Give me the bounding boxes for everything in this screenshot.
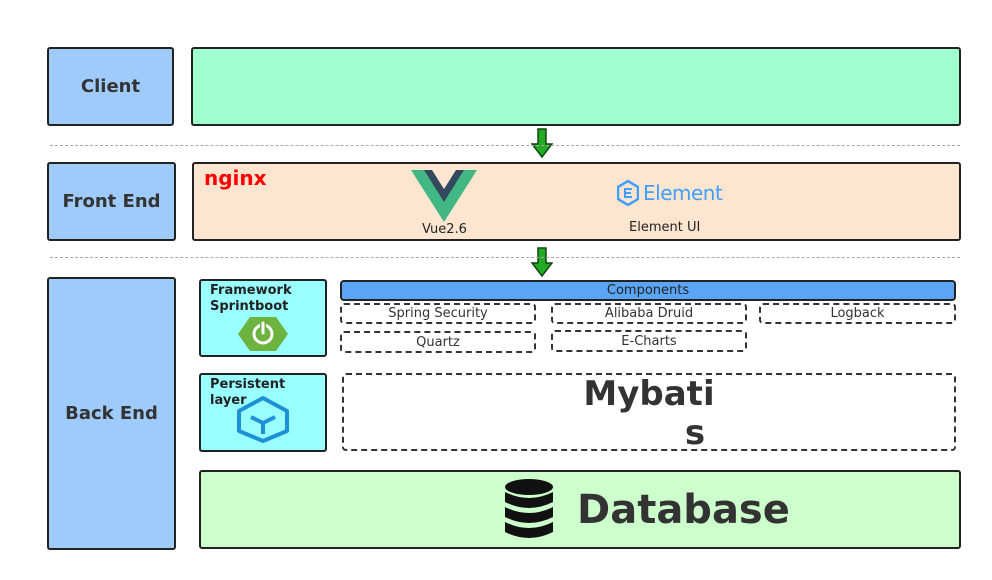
- framework-title: Framework Sprintboot: [210, 283, 292, 314]
- component-label: Logback: [830, 306, 885, 321]
- persistent-title: Persistent layer: [210, 377, 286, 408]
- spring-power-icon: [238, 317, 288, 351]
- components-header-text: Components: [606, 283, 690, 298]
- component-logback: Logback: [759, 303, 956, 324]
- element-logo: Element: [617, 180, 723, 206]
- database-icon: [505, 479, 553, 538]
- element-label: Element UI: [629, 220, 701, 235]
- cube-icon: [237, 396, 289, 443]
- client-label: Client: [47, 47, 174, 126]
- element-logo-icon: [617, 180, 639, 206]
- backend-label: Back End: [47, 277, 176, 550]
- mybatis-line2: s: [684, 413, 706, 453]
- component-label: Alibaba Druid: [604, 306, 694, 321]
- divider-1: [50, 145, 960, 146]
- framework-box: Framework Sprintboot: [199, 279, 327, 357]
- vue-logo-icon: [411, 170, 477, 222]
- nginx-label: nginx: [204, 166, 267, 190]
- arrow-down-icon: [531, 128, 553, 158]
- persistent-box: Persistent layer: [199, 373, 327, 452]
- frontend-area: nginx Vue2.6 Element Element UI: [192, 162, 961, 241]
- element-logo-text: Element: [643, 181, 723, 205]
- client-area: [191, 47, 961, 126]
- mybatis-box: Mybati s: [342, 373, 956, 453]
- client-label-text: Client: [80, 76, 141, 97]
- component-label: E-Charts: [621, 333, 677, 349]
- component-spring-security: Spring Security: [340, 303, 536, 324]
- component-echarts: E-Charts: [551, 330, 747, 352]
- arrow-down-icon: [531, 247, 553, 277]
- component-quartz: Quartz: [340, 331, 536, 353]
- frontend-label: Front End: [47, 162, 176, 241]
- component-alibaba-druid: Alibaba Druid: [551, 303, 747, 324]
- backend-label-text: Back End: [65, 403, 158, 424]
- component-label: Quartz: [416, 334, 460, 350]
- database-label: Database: [577, 487, 790, 533]
- frontend-label-text: Front End: [62, 191, 161, 212]
- divider-2: [50, 257, 960, 258]
- database-box: Database: [199, 470, 961, 549]
- vue-label: Vue2.6: [422, 222, 467, 237]
- components-header: Components: [340, 280, 956, 301]
- mybatis-line1: Mybati: [583, 374, 715, 414]
- component-label: Spring Security: [388, 306, 488, 321]
